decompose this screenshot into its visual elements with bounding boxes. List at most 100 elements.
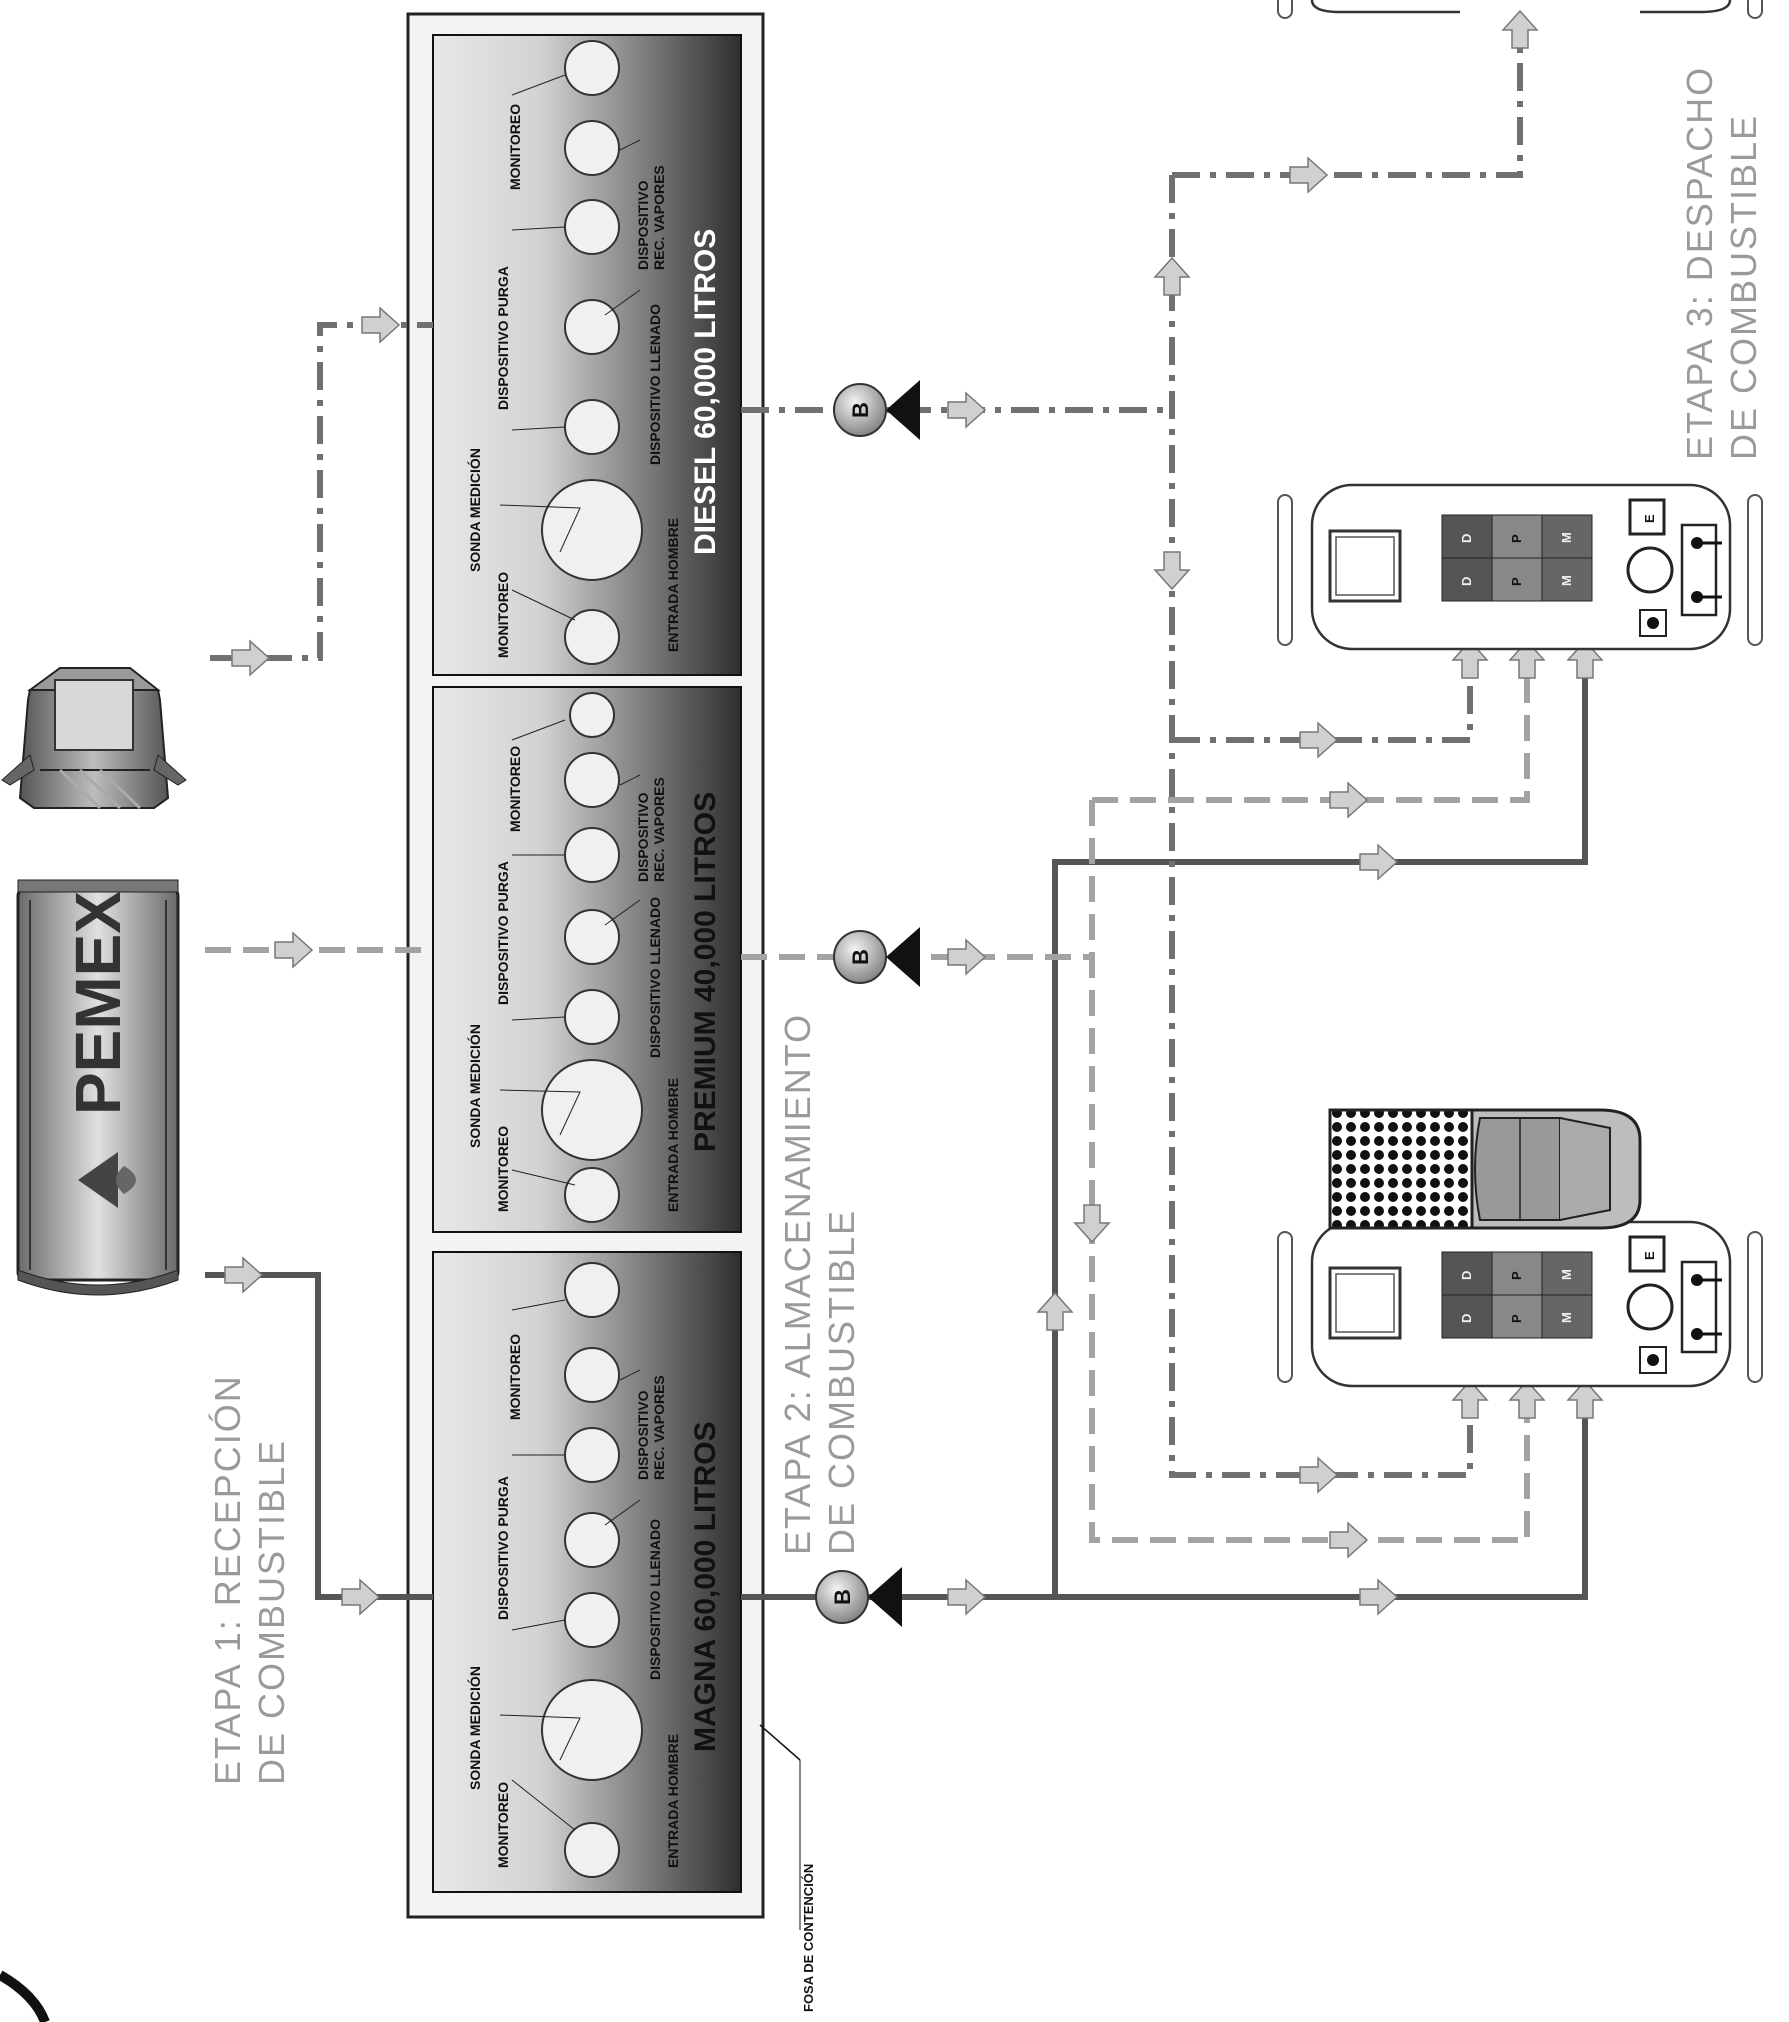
label-rec-1: DISPOSITIVO	[635, 1390, 651, 1480]
key-p2[interactable]	[1491, 557, 1543, 602]
arrow-up-icon	[1508, 639, 1546, 679]
arrow-right-icon	[341, 1578, 381, 1616]
key-label: M	[1559, 575, 1574, 586]
stage-2-line2: DE COMBUSTIBLE	[821, 1209, 862, 1555]
arrow-up-icon	[1036, 1291, 1074, 1331]
stage-3-title: ETAPA 3: DESPACHO DE COMBUSTIBLE	[1679, 66, 1764, 460]
fitting-rec-vapores	[564, 120, 620, 176]
key-label: P	[1509, 1271, 1524, 1280]
key-p1[interactable]	[1491, 1251, 1543, 1296]
truck-cab	[1, 667, 187, 810]
arrow-right-icon	[1359, 1578, 1399, 1616]
fitting-rec-vapores	[564, 752, 620, 808]
label-entrada-hombre: ENTRADA HOMBRE	[665, 1734, 681, 1868]
key-d1[interactable]	[1441, 514, 1493, 559]
tank-premium: MONITOREO SONDA MEDICIÓN ENTRADA HOMBRE …	[432, 686, 742, 1233]
arrow-right-icon	[224, 1256, 264, 1294]
stage-1-line1: ETAPA 1: RECEPCIÓN	[207, 1374, 248, 1785]
label-rec-1: DISPOSITIVO	[635, 792, 651, 882]
pump-diesel-letter: B	[848, 402, 873, 418]
key-label: D	[1459, 1314, 1474, 1323]
key-p2[interactable]	[1491, 1294, 1543, 1339]
label-monitoreo-a: MONITOREO	[495, 572, 511, 658]
fitting-monitoreo-b	[564, 40, 620, 96]
containment-label: FOSA DE CONTENCIÓN	[801, 1864, 816, 2012]
key-label: D	[1459, 577, 1474, 586]
arrow-up-icon	[1566, 639, 1604, 679]
label-rec-2: REC. VAPORES	[651, 165, 667, 270]
label-monitoreo-b: MONITOREO	[507, 746, 523, 832]
fitting-entrada-hombre	[541, 1679, 643, 1781]
key-m1[interactable]	[1541, 514, 1593, 559]
dispatch-pipes	[741, 20, 1588, 1600]
pipe-magna-dispatch	[741, 1390, 1588, 1600]
stage-1-line2: DE COMBUSTIBLE	[251, 1439, 292, 1785]
arrow-down-icon	[1073, 1204, 1111, 1244]
label-entrada-hombre: ENTRADA HOMBRE	[665, 518, 681, 652]
dispenser-e-label: E	[1642, 514, 1657, 523]
fitting-purga	[564, 1427, 620, 1483]
key-m1[interactable]	[1541, 1251, 1593, 1296]
pump-premium: B	[833, 927, 920, 987]
label-sonda: SONDA MEDICIÓN	[466, 1666, 483, 1790]
fitting-monitoreo-a	[564, 1167, 620, 1223]
fitting-rec-vapores	[564, 1347, 620, 1403]
dispenser-e-label: E	[1642, 1251, 1657, 1260]
stage-1-title: ETAPA 1: RECEPCIÓN DE COMBUSTIBLE	[207, 1374, 292, 1785]
key-label: D	[1459, 1271, 1474, 1280]
pump-nozzle-icon	[886, 380, 920, 440]
arrow-right-icon	[361, 306, 401, 344]
arrow-up-icon	[1566, 1379, 1604, 1419]
key-label: P	[1509, 534, 1524, 543]
dispenser-e-button[interactable]	[1628, 498, 1666, 536]
label-monitoreo-b: MONITOREO	[507, 104, 523, 190]
fitting-sonda	[564, 989, 620, 1045]
label-monitoreo-b: MONITOREO	[507, 1334, 523, 1420]
arrow-up-icon	[1451, 1379, 1489, 1419]
tanker-truck: PEMEX	[1, 667, 187, 1296]
key-m2[interactable]	[1541, 557, 1593, 602]
key-m2[interactable]	[1541, 1294, 1593, 1339]
key-d2[interactable]	[1441, 1294, 1493, 1339]
fitting-sonda	[564, 399, 620, 455]
fitting-llenado	[564, 1512, 620, 1568]
dispenser-dial[interactable]	[1626, 546, 1674, 594]
arrow-right-icon	[1299, 1456, 1339, 1494]
arrow-up-icon	[1508, 1379, 1546, 1419]
label-llenado: DISPOSITIVO LLENADO	[647, 1519, 663, 1680]
tank-diesel: MONITOREO SONDA MEDICIÓN ENTRADA HOMBRE …	[432, 34, 742, 676]
arrow-right-icon	[947, 1578, 987, 1616]
pump-nozzle-icon	[868, 1567, 902, 1627]
pump-magna: B	[815, 1567, 902, 1627]
arrow-right-icon	[947, 938, 987, 976]
label-entrada-hombre: ENTRADA HOMBRE	[665, 1078, 681, 1212]
key-d2[interactable]	[1441, 557, 1493, 602]
arrow-right-icon	[1329, 1521, 1369, 1559]
arrow-right-icon	[1289, 156, 1329, 194]
pipe-diesel-reception	[210, 322, 433, 661]
arrow-up-icon	[1153, 256, 1191, 296]
pump-magna-letter: B	[830, 1589, 855, 1605]
arrow-right-icon	[1329, 781, 1369, 819]
truck-brand: PEMEX	[62, 891, 134, 1115]
label-purga: DISPOSITIVO PURGA	[495, 861, 511, 1005]
label-sonda: SONDA MEDICIÓN	[466, 1024, 483, 1148]
fitting-llenado	[564, 299, 620, 355]
pump-diesel: B	[833, 380, 920, 440]
arrow-down-icon	[1153, 551, 1191, 591]
dispenser-2: D D P P M M E	[1277, 483, 1763, 651]
key-label: M	[1559, 1269, 1574, 1280]
tank-diesel-caption: DIESEL 60,000 LITROS	[689, 229, 722, 555]
tank-magna-caption: MAGNA 60,000 LITROS	[689, 1421, 722, 1752]
dispenser-dial[interactable]	[1626, 1283, 1674, 1331]
dispenser-e-button[interactable]	[1628, 1235, 1666, 1273]
label-rec-2: REC. VAPORES	[651, 1375, 667, 1480]
pemex-logo-icon	[78, 1152, 136, 1208]
fitting-monitoreo-a	[564, 609, 620, 665]
car	[1328, 1108, 1642, 1230]
label-purga: DISPOSITIVO PURGA	[495, 1476, 511, 1620]
fitting-monitoreo-a	[564, 1822, 620, 1878]
label-monitoreo-a: MONITOREO	[495, 1126, 511, 1212]
arrow-right-icon	[231, 639, 271, 677]
